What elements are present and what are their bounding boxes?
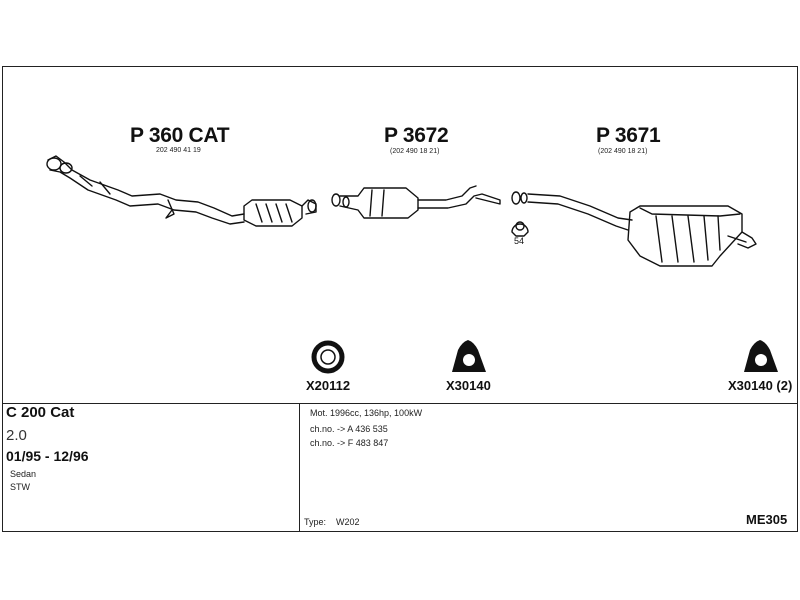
- diagram-code: ME305: [746, 512, 788, 527]
- chassis-number-2: ch.no. -> F 483 847: [310, 438, 389, 448]
- part-number-rear: P 3671: [596, 124, 661, 147]
- vertical-divider: [299, 403, 300, 531]
- front-pipe-catalyst-drawing: [46, 155, 317, 227]
- accessory-code-mount: X30140: [446, 378, 491, 393]
- type-value: W202: [336, 517, 360, 527]
- production-years: 01/95 - 12/96: [6, 448, 89, 464]
- rubber-mount-icon: [744, 340, 778, 372]
- oem-number-rear: (202 490 18 21): [598, 148, 648, 155]
- vehicle-model: C 200 Cat: [6, 404, 75, 421]
- clamp-label: 54: [514, 236, 525, 246]
- rubber-mount-icon: [452, 340, 486, 372]
- diagram-frame: [2, 66, 798, 532]
- oem-number-front: 202 490 41 19: [156, 147, 201, 154]
- type-label: Type:: [304, 517, 327, 527]
- part-number-middle: P 3672: [384, 124, 449, 147]
- middle-silencer-drawing: [331, 185, 501, 219]
- rear-silencer-drawing: [511, 191, 757, 267]
- engine-size: 2.0: [6, 427, 27, 444]
- accessory-code-ring: X20112: [306, 378, 351, 393]
- horizontal-divider: [3, 403, 797, 404]
- motor-spec: Mot. 1996cc, 136hp, 100kW: [310, 408, 423, 418]
- accessory-code-mount-rear: X30140 (2): [728, 378, 793, 393]
- body-type-sedan: Sedan: [10, 469, 37, 479]
- body-type-stw: STW: [10, 482, 30, 492]
- ring-icon: [311, 340, 345, 374]
- part-number-front: P 360 CAT: [130, 124, 230, 147]
- oem-number-middle: (202 490 18 21): [390, 148, 440, 155]
- chassis-number-1: ch.no. -> A 436 535: [310, 424, 388, 434]
- clamp-drawing: [511, 221, 529, 237]
